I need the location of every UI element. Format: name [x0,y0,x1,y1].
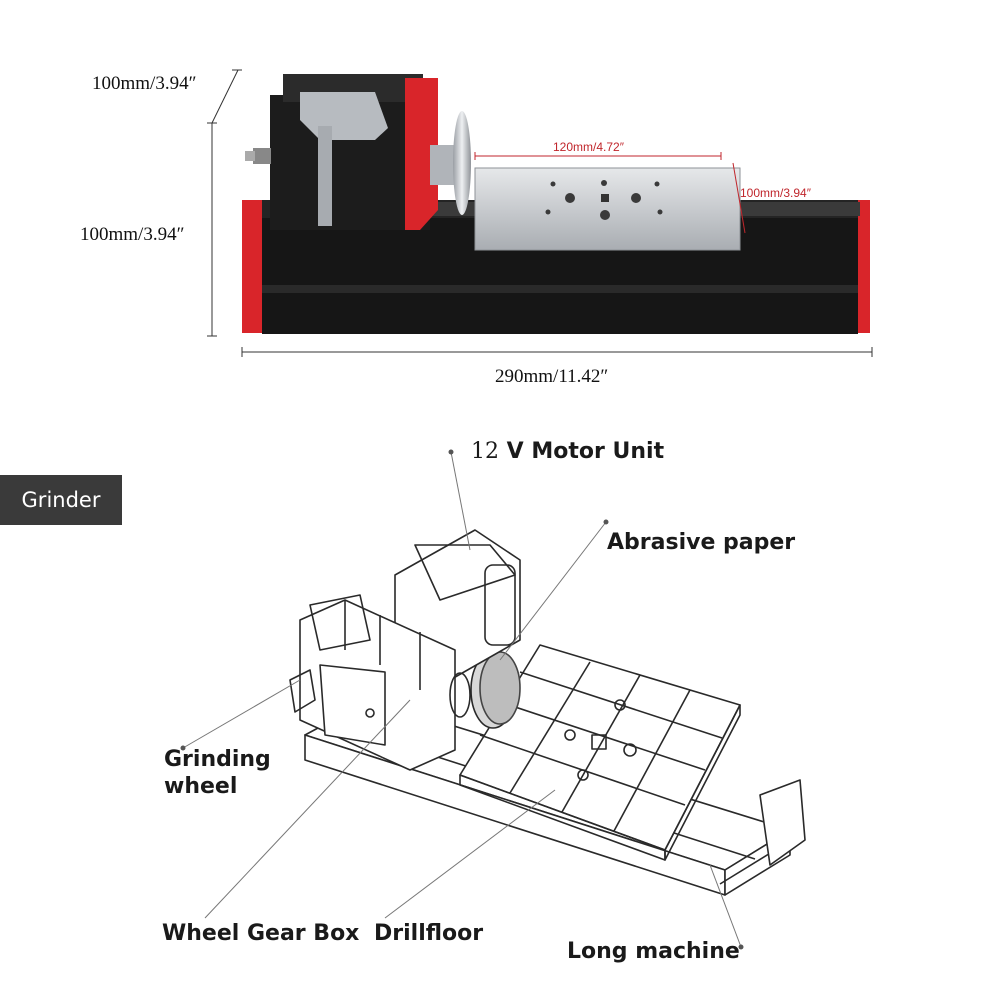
grinding-wheel-line2: wheel [164,774,238,799]
motor-unit-text: V Motor Unit [506,439,665,464]
height-dimension-label: 100mm/3.94″ [80,224,185,245]
drillfloor-callout: Drillfloor [374,921,484,946]
headstock-bracket [300,92,388,140]
grinding-wheel-line1: Grinding [164,747,271,772]
depth-dimension-label: 100mm/3.94″ [92,73,197,94]
motor-unit-callout: 12 V Motor Unit [471,438,664,465]
spindle-wheel [453,111,471,215]
long-machine-callout: Long machine [567,939,740,964]
leader-lines [180,449,744,950]
grinding-wheel-callout: Grinding wheel [164,746,271,800]
table-dimension-lines [474,152,746,234]
table-width-label: 100mm/3.94″ [740,186,811,200]
grinder-badge: Grinder [0,475,122,525]
length-dimension-label: 290mm/11.42″ [495,366,609,387]
table-length-label: 120mm/4.72″ [553,140,624,154]
dimension-lines [207,69,873,357]
wheel-gear-box-callout: Wheel Gear Box [162,921,360,946]
machine-photo [207,69,873,357]
base-groove [262,285,858,293]
machine-line-drawing [289,529,806,896]
abrasive-paper-callout: Abrasive paper [607,530,796,555]
motor-voltage: 12 [471,439,499,464]
cross-table [475,168,740,250]
headstock-red-panel [405,78,438,230]
